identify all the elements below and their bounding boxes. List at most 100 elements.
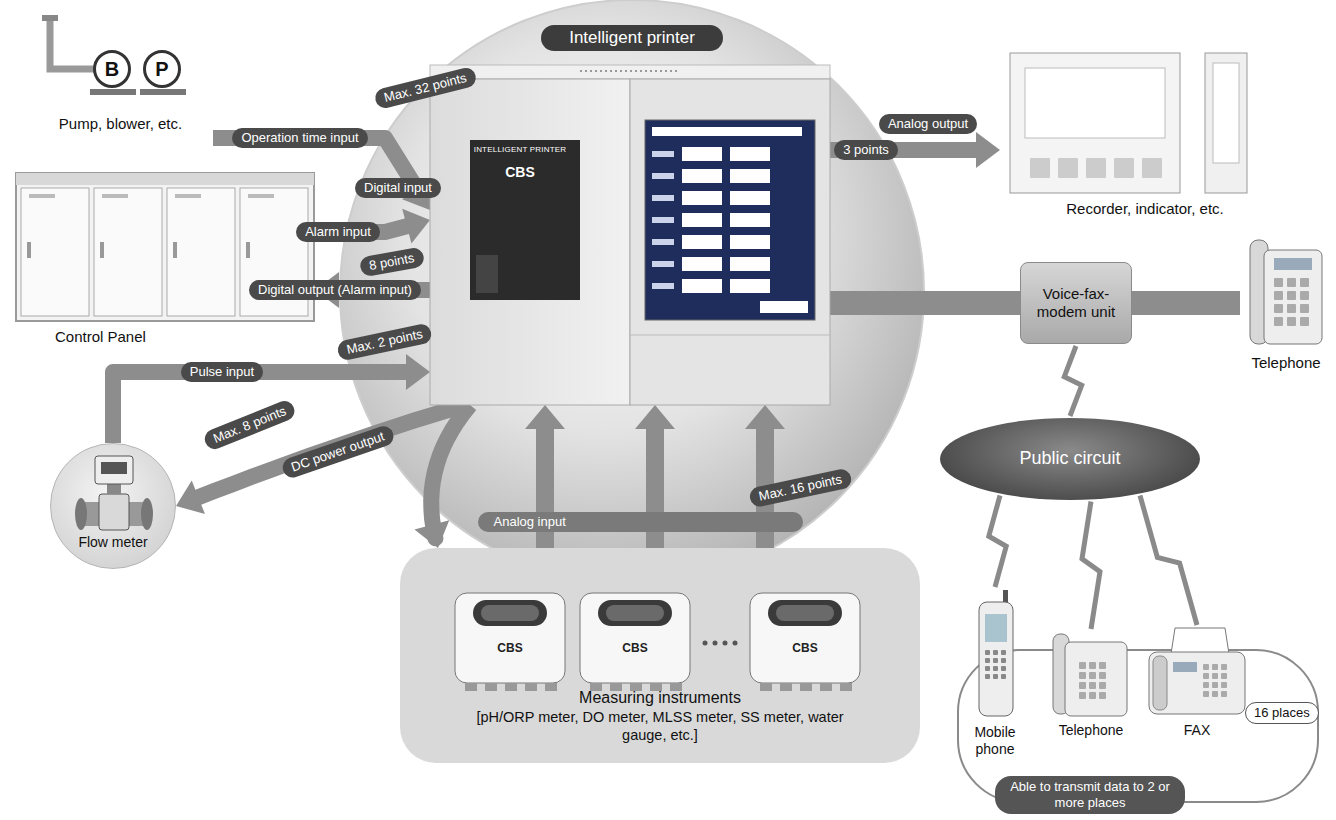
telephone-illustration-part (1274, 317, 1283, 326)
printer-illustration-part (620, 70, 622, 72)
pipe-illustration-part (50, 19, 94, 69)
arrow-head (635, 405, 675, 429)
telephone-illustration-part (1287, 278, 1296, 287)
printer-illustration-part (610, 70, 612, 72)
printer-illustration-part (665, 70, 667, 72)
telephone-illustration-part (1089, 692, 1096, 699)
mobile-phone: Mobile phone (963, 590, 1027, 760)
mobile-illustration-part (985, 666, 990, 671)
arrow-head (406, 354, 430, 390)
telephone-illustration-part (1300, 317, 1309, 326)
telephone-box: Telephone (1240, 232, 1332, 382)
recorder-illustration-part (1086, 158, 1106, 178)
connector (176, 405, 465, 514)
signal-bolt (1082, 502, 1100, 630)
recorder-illustration-part (1030, 158, 1050, 178)
fax-illustration-part (1171, 628, 1229, 654)
instrument-illustration-part (776, 605, 834, 621)
node-label: Telephone (1240, 354, 1332, 372)
telephone-illustration-part (1089, 682, 1096, 689)
edge-label: Pulse input (181, 362, 263, 382)
telephone-illustration (1043, 632, 1139, 718)
recorder-illustration (1000, 48, 1290, 198)
node-label: Public circuit (1019, 448, 1120, 470)
fax-illustration-part (1153, 656, 1167, 710)
cabinet-illustration-part (29, 194, 55, 198)
telephone-illustration-part (1099, 672, 1106, 679)
brand-mark: CBS (505, 164, 535, 181)
flow-meter-illustration (51, 444, 177, 534)
printer-illustration (430, 65, 830, 405)
recorder-box: Recorder, indicator, etc. (1000, 48, 1290, 224)
instrument-illustration-part (465, 683, 477, 691)
count-badge: 16 places (1245, 702, 1319, 724)
cabinet-illustration-part (173, 242, 177, 258)
cabinet-illustration-part (246, 242, 250, 258)
telephone-illustration-part (1274, 304, 1283, 313)
telephone-illustration-part (1300, 278, 1309, 287)
printer-illustration-part (675, 70, 677, 72)
fax-illustration-part (1203, 664, 1209, 670)
instrument-illustration-part (760, 683, 772, 691)
printer-illustration-part (635, 70, 637, 72)
printer-illustration-part (580, 70, 582, 72)
instrument-region: Measuring instruments[pH/ORP meter, DO m… (400, 548, 920, 763)
point-count: Max. 2 points (336, 323, 433, 362)
telephone-illustration-part (1274, 258, 1312, 270)
recorder-illustration-part (1205, 53, 1247, 193)
node-label: Flow meter (51, 534, 175, 551)
destination-group: Able to transmit data to 2 or more place… (955, 590, 1325, 816)
telephone-illustration-part (1089, 662, 1096, 669)
printer-illustration-part (590, 70, 592, 72)
signal-bolt (1140, 496, 1197, 626)
telephone-illustration-part (1274, 291, 1283, 300)
node-label: Measuring instruments (400, 688, 920, 707)
printer-illustration-part (630, 70, 632, 72)
telephone-illustration-part (1079, 692, 1086, 699)
node-label: FAX (1145, 722, 1249, 739)
mobile-illustration-part (993, 674, 998, 679)
edge-label: Alarm input (296, 222, 380, 242)
arrow-head (976, 132, 1000, 168)
printer-illustration-part (682, 279, 722, 293)
flow-meter-illustration-part (107, 484, 121, 494)
blower-symbol: B (93, 50, 131, 88)
edge-label: Analog output (879, 114, 977, 134)
pipe-illustration-part (90, 89, 136, 95)
recorder-illustration-part (1142, 158, 1162, 178)
mobile-illustration-part (985, 674, 990, 679)
printer-illustration-part (730, 169, 770, 183)
printer-illustration-part (652, 239, 674, 245)
mobile-illustration-part (985, 658, 990, 663)
printer-illustration-part (652, 151, 674, 157)
printer-illustration-part (645, 120, 815, 320)
connector (1082, 502, 1100, 630)
mobile-illustration-part (993, 666, 998, 671)
telephone-illustration-part (1300, 291, 1309, 300)
telephone-illustration-part (1287, 317, 1296, 326)
arrow-band (431, 405, 470, 538)
printer-illustration-part (652, 195, 674, 201)
signal-bolt (1064, 346, 1081, 416)
flow-meter-illustration-part (101, 462, 127, 474)
fax-illustration-part (1203, 673, 1209, 679)
printer-illustration-part (760, 301, 808, 313)
brand-mark: INTELLIGENT PRINTER (474, 145, 567, 155)
printer-illustration-part (730, 257, 770, 271)
printer-illustration-part (730, 147, 770, 161)
telephone-illustration-part (1089, 672, 1096, 679)
node-label: Pump, blower, etc. (28, 115, 213, 133)
pipe-illustration-part (42, 15, 58, 21)
fax-illustration-part (1212, 691, 1218, 697)
printer-illustration-part (682, 235, 722, 249)
instrument-illustration-part (473, 600, 547, 626)
public-circuit-ellipse: Public circuit (940, 418, 1200, 500)
point-count: Max. 16 points (748, 468, 852, 508)
fax-illustration-part (1212, 682, 1218, 688)
arrow-head (745, 405, 785, 429)
instrument-illustration-part (455, 593, 565, 683)
edge-label: Digital output (Alarm input) (249, 280, 421, 300)
telephone-illustration (1240, 232, 1332, 350)
instrument-illustration-part (820, 683, 832, 691)
node-label: Intelligent printer (541, 25, 723, 51)
